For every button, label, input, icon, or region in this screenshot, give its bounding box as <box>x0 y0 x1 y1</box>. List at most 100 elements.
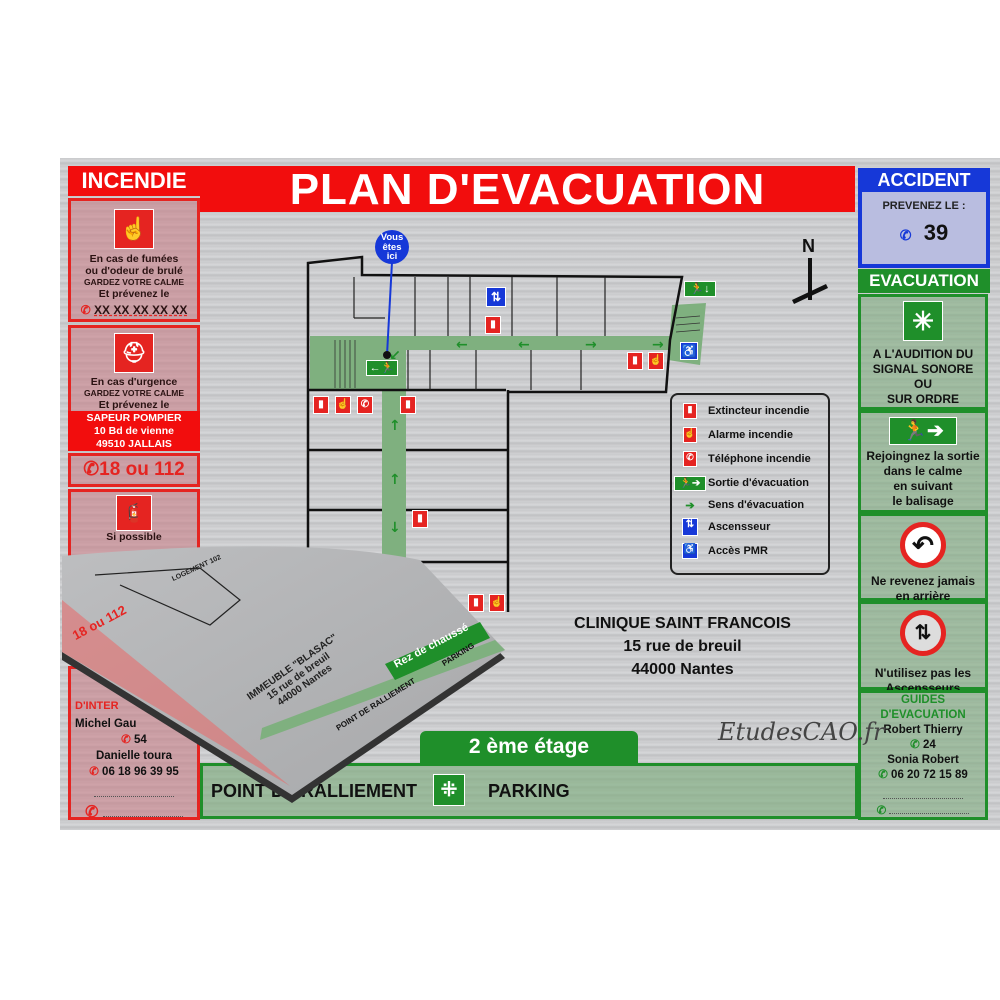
text: le balisage <box>892 494 954 508</box>
legend-label: Ascensseur <box>708 521 771 533</box>
fire-smoke-box: ☝ En cas de fumées ou d'odeur de brulé G… <box>68 198 200 322</box>
fire-extinguisher-icon: ▮ <box>627 352 643 370</box>
guide-phone: 06 20 72 15 89 <box>891 769 968 781</box>
you-are-here-marker <box>375 230 409 264</box>
text: dans le calme <box>883 464 963 478</box>
no-turning-back-icon: ↶ <box>900 522 946 568</box>
phone-icon: ✆ <box>899 227 912 243</box>
building-street: 15 rue de breuil <box>623 638 742 655</box>
fire-alarm-icon: ☝ <box>648 352 664 370</box>
no-return-box: ↶ Ne revenez jamais en arrière <box>858 513 988 603</box>
text: Ne revenez jamais <box>870 574 976 588</box>
fire-extinguisher-icon: ▮ <box>412 510 428 528</box>
text: ou d'odeur de brulé <box>85 265 183 277</box>
text: êtes <box>382 241 402 253</box>
text: Rejoingnez la sortie <box>866 449 980 463</box>
fire-extinguisher-icon: ▮ <box>468 594 484 612</box>
text: A L'AUDITION DU <box>872 347 974 361</box>
arrow-right-icon: → <box>652 337 664 353</box>
text: 10 Bd de vienne <box>94 425 174 437</box>
guide-name: Robert Thierry <box>883 724 963 736</box>
arrow-right-icon: → <box>585 337 597 353</box>
team-name: Danielle toura <box>95 750 173 762</box>
legend-label: Accès PMR <box>708 545 768 557</box>
accident-header: ACCIDENT <box>877 170 971 190</box>
text: En cas d'urgence <box>90 376 178 388</box>
fire-alarm-icon: ☝ <box>683 427 697 443</box>
text: 49510 JALLAIS <box>96 438 172 450</box>
text: SUR ORDRE <box>886 392 959 406</box>
guides-box: GUIDES D'EVACUATION Robert Thierry ✆ 24 … <box>858 690 988 820</box>
team-phone: 06 18 96 39 95 <box>102 766 179 778</box>
text: ici <box>386 251 398 262</box>
phone-icon: ✆ <box>83 459 100 480</box>
text: GARDEZ VOTRE CALME <box>83 277 185 287</box>
green-arrow-icon: ➔ <box>685 499 695 512</box>
arrow-up-icon: ↑ <box>389 472 401 488</box>
fire-phone-icon: ✆ <box>357 396 373 414</box>
arrow-down-left-icon: ↙ <box>389 348 401 364</box>
text: Si possible <box>106 531 162 543</box>
building-city: 44000 Nantes <box>631 661 734 678</box>
fire-extinguisher-icon: ▮ <box>683 403 697 419</box>
building-address: CLINIQUE SAINT FRANCOIS 15 rue de breuil… <box>540 612 825 681</box>
arrow-down-icon: ↓ <box>389 520 401 536</box>
text: Et prévenez le <box>98 399 170 411</box>
evacuation-arrows: ←← →→ ↙ ↑↑↓ <box>389 337 664 536</box>
emergency-number: 18 ou 112 <box>99 459 185 480</box>
text: SAPEUR POMPIER <box>86 412 182 424</box>
alarm-signal-icon: ✳ <box>903 301 943 341</box>
team-header: D'INTER <box>75 700 119 712</box>
text: OU <box>914 377 932 391</box>
text: en arrière <box>895 589 951 603</box>
rally-point-icon: ⁜ <box>433 774 465 806</box>
parking-label: PARKING <box>488 781 570 801</box>
wheelchair-icon: ♿ <box>680 342 698 360</box>
legend-label: Extincteur incendie <box>708 405 810 417</box>
team-number: 54 <box>134 734 147 746</box>
accident-panel: ACCIDENT PREVENEZ LE : ✆ 39 <box>858 168 990 268</box>
legend-label: Sens d'évacuation <box>708 499 805 511</box>
emergency-number-box: ✆18 ou 112 <box>68 453 200 487</box>
legend-label: Téléphone incendie <box>708 453 811 465</box>
fire-extinguisher-icon: ▮ <box>485 316 501 334</box>
right-column: ACCIDENT PREVENEZ LE : ✆ 39 EVACUATION ✳… <box>858 168 990 820</box>
elevator-icon: ⇅ <box>682 518 698 536</box>
fire-extinguisher-icon: ▮ <box>313 396 329 414</box>
text: Vous <box>380 232 404 243</box>
evacuation-header: EVACUATION <box>858 269 990 293</box>
guides-header: D'EVACUATION <box>880 709 966 721</box>
accident-number: 39 <box>923 220 949 245</box>
north-label: N <box>802 236 815 256</box>
phone-icon: ✆ <box>80 303 91 317</box>
alarm-box: ✳ A L'AUDITION DU SIGNAL SONORE OU SUR O… <box>858 294 988 410</box>
text: N'utilisez pas les <box>874 666 972 680</box>
elevator-icon: ⇅ <box>486 287 506 307</box>
exit-running-man-icon: 🏃➔ <box>889 417 957 445</box>
fire-extinguisher-icon: ▮ <box>400 396 416 414</box>
fire-alarm-button-icon: ☝ <box>114 209 154 249</box>
fire-extinguisher-icon: 🧯 <box>116 495 152 531</box>
legend-label: Alarme incendie <box>708 429 793 441</box>
corridor <box>380 336 672 350</box>
firefighter-address: SAPEUR POMPIER 10 Bd de vienne 49510 JAL… <box>68 411 200 451</box>
no-elevator-icon: ⇅ <box>900 610 946 656</box>
legend-label: Sortie d'évacuation <box>708 477 810 489</box>
building-name: CLINIQUE SAINT FRANCOIS <box>574 615 791 632</box>
fire-alarm-icon: ☝ <box>335 396 351 414</box>
text: PREVENEZ LE : <box>882 200 966 212</box>
fire-phone-number: XX XX XX XX XX <box>94 303 188 317</box>
map-legend: ▮Extincteur incendie ☝Alarme incendie ✆T… <box>670 393 830 575</box>
etudescao-logo: EtudesCAO.fr <box>718 718 885 746</box>
title-banner: PLAN D'EVACUATION <box>200 166 855 214</box>
wheelchair-icon: ♿ <box>682 543 698 559</box>
arrow-up-icon: ↑ <box>389 418 401 434</box>
exit-sign-icon: 🏃➔ <box>674 475 706 491</box>
exit-box: 🏃➔ Rejoingnez la sortie dans le calme en… <box>858 410 988 513</box>
text: GARDEZ VOTRE CALME <box>83 388 185 398</box>
fire-alarm-icon: ☝ <box>489 594 505 612</box>
floor-label: 2 ème étage <box>420 731 638 763</box>
